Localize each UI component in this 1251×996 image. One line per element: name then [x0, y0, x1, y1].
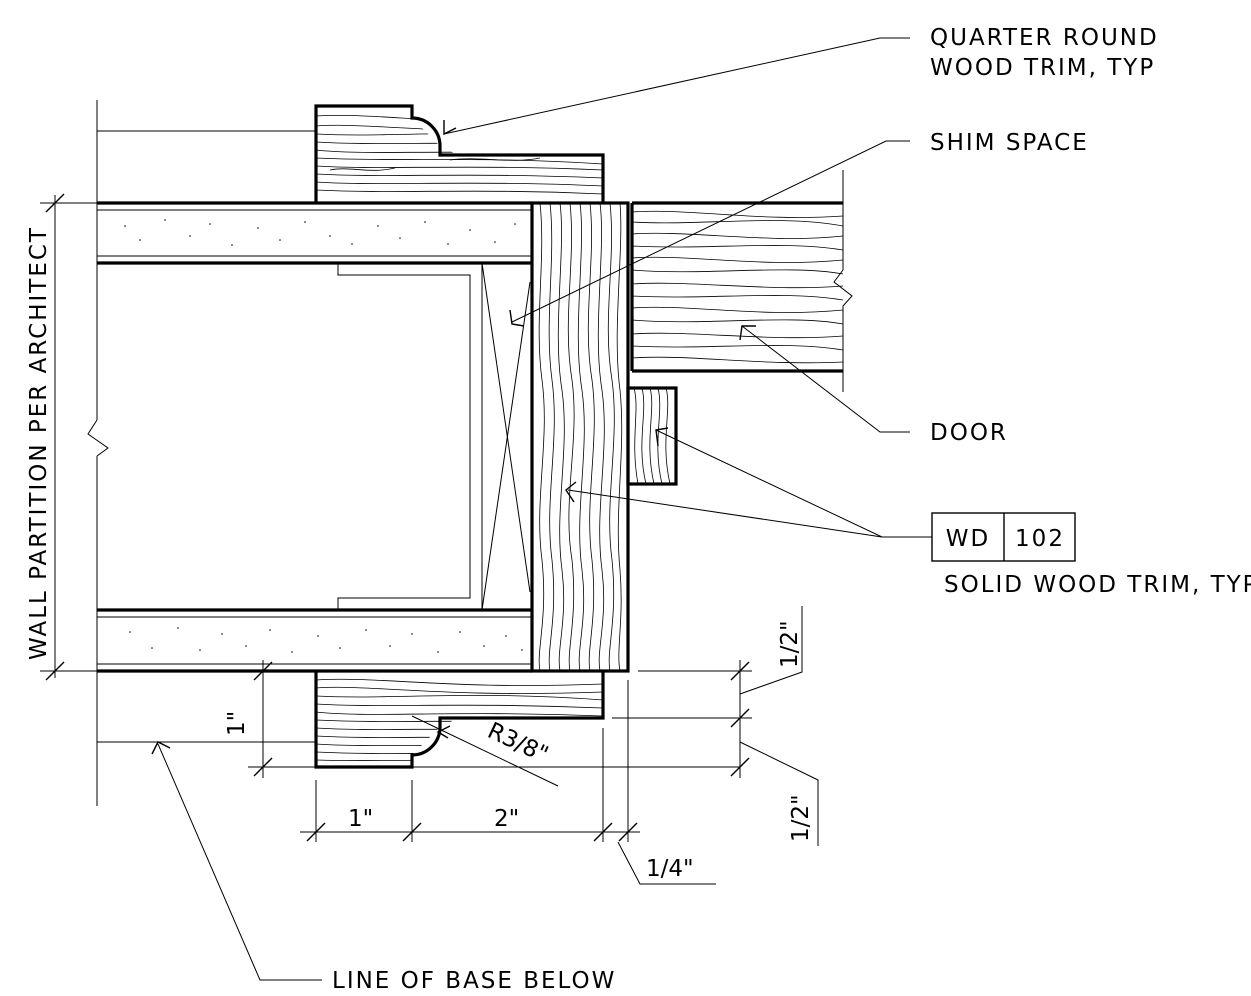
dim-half-inch-top: 1/2" — [777, 620, 803, 668]
wall-partition — [87, 100, 532, 806]
dim-one-inch-horizontal: 1" — [348, 806, 373, 832]
dim-quarter-inch: 1/4" — [646, 856, 694, 882]
leaders — [151, 37, 932, 981]
door-slab — [630, 170, 853, 392]
top-casing-trim — [97, 104, 605, 203]
dim-radius: R3/8" — [483, 718, 552, 768]
labels: QUARTER ROUND WOOD TRIM, TYP SHIM SPACE … — [26, 25, 1251, 994]
material-tag — [931, 512, 1076, 562]
solid-wood-trim-label: SOLID WOOD TRIM, TYP — [944, 572, 1251, 598]
quarter-round-label-line1: QUARTER ROUND — [930, 25, 1159, 51]
shim-space-label: SHIM SPACE — [930, 130, 1089, 156]
tag-item-number: 102 — [1015, 526, 1065, 552]
dimension-lines — [40, 193, 819, 885]
line-of-base-label: LINE OF BASE BELOW — [332, 968, 616, 994]
quarter-round-label-line2: WOOD TRIM, TYP — [930, 55, 1155, 81]
door-label: DOOR — [930, 420, 1008, 446]
dim-half-inch-bottom: 1/2" — [788, 794, 814, 842]
dim-two-inch: 2" — [494, 806, 519, 832]
wall-partition-label: WALL PARTITION PER ARCHITECT — [26, 226, 52, 660]
tag-material-code: WD — [946, 526, 990, 552]
dim-one-inch-vertical: 1" — [224, 711, 250, 736]
gypsum-hatch — [124, 219, 523, 653]
